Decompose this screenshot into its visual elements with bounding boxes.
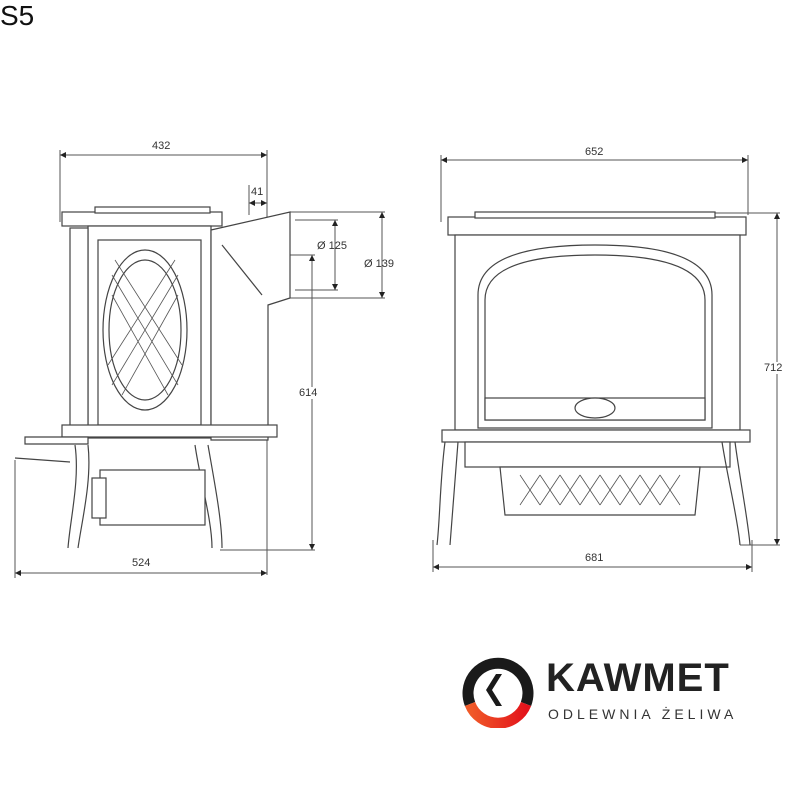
front-view-stove [436, 211, 751, 546]
dim-height-total: 712 [764, 362, 783, 374]
side-view-stove [14, 206, 291, 549]
brand-subtitle: ODLEWNIA ŻELIWA [548, 706, 738, 722]
dim-width-top: 652 [585, 146, 604, 158]
kawmet-logo-icon [462, 657, 534, 728]
dim-flue-inner-diameter: Ø 125 [317, 240, 347, 252]
dim-flue-offset: 41 [251, 186, 264, 198]
dim-depth-top: 432 [152, 140, 171, 152]
dim-depth-total: 524 [132, 557, 151, 569]
kawmet-logo: KAWMET ODLEWNIA ŻELIWA [458, 652, 758, 728]
dim-flue-outer-diameter: Ø 139 [364, 258, 394, 270]
dim-flue-center-height: 614 [299, 387, 318, 399]
brand-name: KAWMET [546, 656, 730, 700]
dim-width-total: 681 [585, 552, 604, 564]
model-title: S5 [0, 0, 35, 31]
